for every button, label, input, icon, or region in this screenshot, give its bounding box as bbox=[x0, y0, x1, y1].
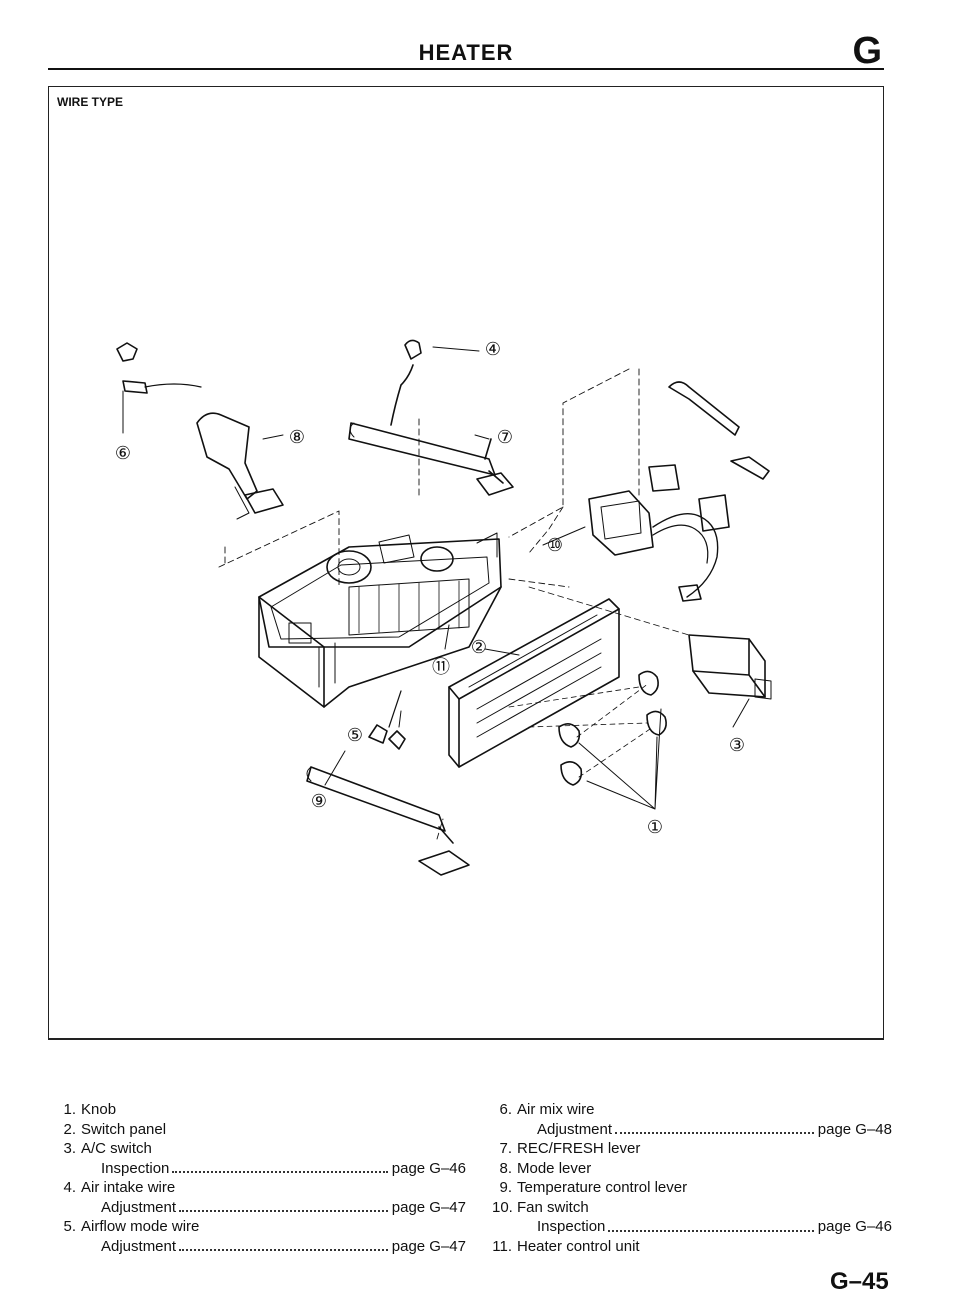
page-reference: page G–46 bbox=[391, 1159, 466, 1177]
page-title: HEATER bbox=[418, 40, 514, 65]
knobs bbox=[508, 670, 667, 786]
switch-panel bbox=[448, 598, 620, 768]
mode-lever-and-wires bbox=[116, 339, 422, 750]
legend-label: Airflow mode wire bbox=[81, 1218, 200, 1235]
leader-dots bbox=[608, 1217, 814, 1232]
legend-label: Knob bbox=[81, 1101, 117, 1118]
legend-item-5: 5. Airflow mode wire bbox=[56, 1217, 466, 1237]
exploded-view-diagram: ① ② ③ ④ ⑤ ⑥ ⑦ ⑧ ⑨ ⑩ ⑪ bbox=[115, 339, 772, 876]
legend-label: Air intake wire bbox=[81, 1179, 176, 1196]
leader-dots bbox=[179, 1198, 388, 1212]
legend-item-2: 2. Switch panel bbox=[56, 1120, 466, 1140]
legend-number: 7. bbox=[499, 1140, 512, 1157]
callout-11: ⑪ bbox=[432, 657, 450, 678]
legend-number: 6. bbox=[499, 1101, 512, 1118]
legend-sublabel: Adjustment bbox=[101, 1198, 177, 1216]
legend-sublabel: Adjustment bbox=[537, 1120, 613, 1138]
callout-3: ③ bbox=[729, 735, 745, 756]
legend-number: 2. bbox=[63, 1120, 76, 1138]
legend-right-column: 6. Air mix wire Adjustment page G–48 7. … bbox=[492, 1100, 892, 1256]
leader-dots bbox=[615, 1120, 814, 1134]
legend-number: 3. bbox=[63, 1140, 76, 1157]
legend-item-4: 4. Air intake wire bbox=[56, 1178, 466, 1198]
legend-subitem-4: Adjustment page G–47 bbox=[56, 1198, 466, 1218]
legend-number: 4. bbox=[63, 1179, 76, 1196]
legend-number: 10. bbox=[492, 1198, 513, 1216]
legend-number: 1. bbox=[63, 1101, 76, 1118]
legend-subitem-10: Inspection page G–46 bbox=[492, 1217, 892, 1237]
page-header: HEATER G bbox=[48, 28, 884, 72]
legend-item-8: 8. Mode lever bbox=[492, 1159, 892, 1179]
heater-control-unit bbox=[258, 532, 502, 708]
figure-label: WIRE TYPE bbox=[57, 95, 124, 109]
legend-sublabel: Inspection bbox=[101, 1159, 170, 1177]
page-reference: page G–47 bbox=[391, 1198, 466, 1216]
legend-number: 8. bbox=[499, 1159, 512, 1177]
callout-6: ⑥ bbox=[115, 443, 131, 464]
callout-10: ⑩ bbox=[547, 535, 563, 556]
legend-label: A/C switch bbox=[81, 1140, 152, 1157]
callout-numbers: ① ② ③ ④ ⑤ ⑥ ⑦ ⑧ ⑨ ⑩ ⑪ bbox=[115, 339, 745, 838]
fan-switch bbox=[588, 381, 770, 602]
page-reference: page G–48 bbox=[817, 1120, 892, 1138]
legend-label: Temperature control lever bbox=[517, 1179, 688, 1196]
callout-5: ⑤ bbox=[347, 725, 363, 746]
callout-7: ⑦ bbox=[497, 427, 513, 448]
page-reference: page G–47 bbox=[391, 1237, 466, 1255]
legend-item-3: 3. A/C switch bbox=[56, 1139, 466, 1159]
legend-sublabel: Inspection bbox=[537, 1218, 606, 1235]
leader-dots bbox=[179, 1237, 388, 1251]
legend-label: Fan switch bbox=[517, 1198, 589, 1216]
legend-subitem-6: Adjustment page G–48 bbox=[492, 1120, 892, 1140]
legend-sublabel: Adjustment bbox=[101, 1237, 177, 1255]
legend-item-11: 11. Heater control unit bbox=[492, 1237, 892, 1257]
page-reference: page G–46 bbox=[817, 1218, 892, 1235]
legend-item-9: 9. Temperature control lever bbox=[492, 1178, 892, 1198]
legend-item-6: 6. Air mix wire bbox=[492, 1100, 892, 1120]
legend-label: REC/FRESH lever bbox=[517, 1140, 641, 1157]
page-number: G–45 bbox=[830, 1268, 889, 1295]
section-letter: G bbox=[852, 30, 882, 72]
callout-4: ④ bbox=[485, 339, 501, 360]
legend-label: Air mix wire bbox=[517, 1101, 595, 1118]
legend-item-7: 7. REC/FRESH lever bbox=[492, 1139, 892, 1159]
legend-left-column: 1. Knob 2. Switch panel 3. A/C switch In… bbox=[56, 1100, 466, 1256]
legend-item-10: 10. Fan switch bbox=[492, 1198, 892, 1218]
callout-leaders bbox=[122, 346, 750, 810]
levers bbox=[306, 422, 514, 876]
leader-dots bbox=[172, 1159, 388, 1173]
callout-1: ① bbox=[647, 817, 663, 838]
callout-9: ⑨ bbox=[311, 791, 327, 812]
legend-item-1: 1. Knob bbox=[56, 1100, 466, 1120]
legend-number: 5. bbox=[63, 1218, 76, 1235]
legend-subitem-5: Adjustment page G–47 bbox=[56, 1237, 466, 1257]
figure-box: WIRE TYPE bbox=[48, 86, 884, 1040]
guide-lines bbox=[218, 368, 640, 840]
legend-number: 9. bbox=[499, 1179, 512, 1196]
legend-number: 11. bbox=[492, 1237, 512, 1255]
ac-switch bbox=[528, 586, 772, 700]
callout-2: ② bbox=[471, 637, 487, 658]
legend-subitem-3: Inspection page G–46 bbox=[56, 1159, 466, 1179]
legend-label: Heater control unit bbox=[517, 1237, 640, 1255]
callout-8: ⑧ bbox=[289, 427, 305, 448]
legend-label: Mode lever bbox=[517, 1159, 592, 1177]
legend-label: Switch panel bbox=[81, 1120, 167, 1138]
